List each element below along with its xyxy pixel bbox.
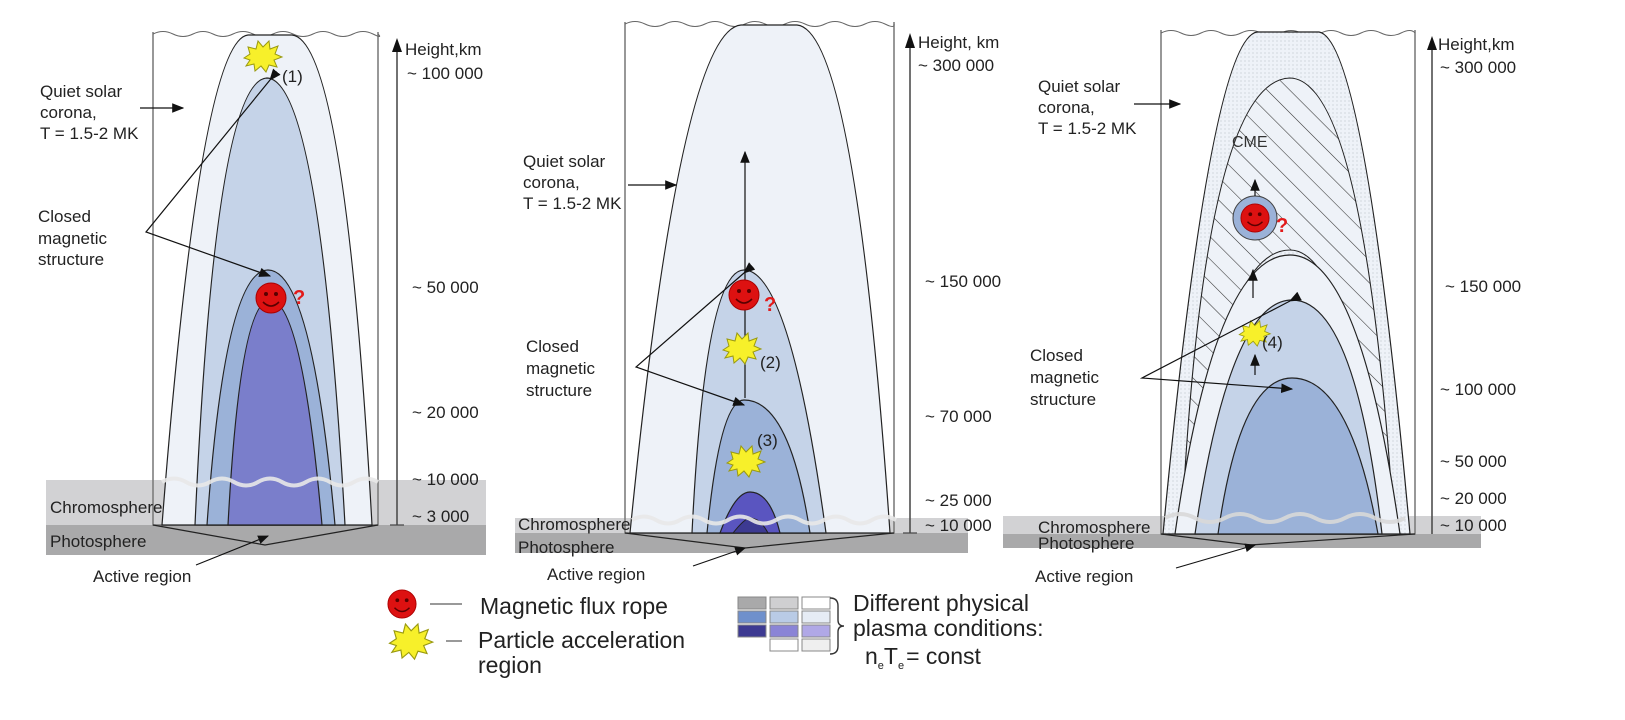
panel-3: CME ? (4) Height,km ~ 300 000 ~ 150 000 … xyxy=(1003,30,1521,586)
plasma-swatch xyxy=(769,596,799,610)
plasma-swatch xyxy=(769,624,799,638)
active-region-label: Active region xyxy=(547,565,645,584)
question-mark: ? xyxy=(293,287,305,309)
corona-label: Quiet solar corona, T = 1.5-2 MK xyxy=(40,82,139,143)
axis-title: Height, km xyxy=(918,33,999,52)
tick-label: ~ 20 000 xyxy=(412,403,479,422)
active-region-label: Active region xyxy=(93,567,191,586)
marker-3: (3) xyxy=(757,431,778,450)
active-region-label: Active region xyxy=(1035,567,1133,586)
active-region-outline xyxy=(152,524,379,546)
legend-flux-rope-icon xyxy=(387,589,417,619)
axis-title: Height,km xyxy=(1438,35,1515,54)
tick-label: ~ 10 000 xyxy=(1440,516,1507,535)
cme-region xyxy=(1184,77,1391,472)
legend-brace xyxy=(829,597,845,655)
marker-4: (4) xyxy=(1262,333,1283,352)
tick-label: ~ 10 000 xyxy=(412,470,479,489)
cme-label: CME xyxy=(1232,134,1268,151)
plasma-swatch xyxy=(769,638,799,652)
plasma-swatch xyxy=(737,624,767,638)
flux-rope-icon xyxy=(255,282,287,314)
photosphere-band xyxy=(515,533,968,553)
plasma-swatch xyxy=(801,610,831,624)
legend-plasma-label: Different physical plasma conditions: xyxy=(853,590,1044,641)
closed-structure-label: Closed magnetic structure xyxy=(1030,346,1104,409)
axis-arrow-icon xyxy=(392,38,402,52)
question-mark: ? xyxy=(1276,215,1288,237)
tick-label: ~ 150 000 xyxy=(1445,277,1521,296)
legend-flux-rope-label: Magnetic flux rope xyxy=(480,593,668,619)
legend: Magnetic flux rope Particle acceleration… xyxy=(387,589,1044,678)
cut-edge xyxy=(152,31,381,37)
flux-rope-icon xyxy=(728,279,760,311)
tick-label: ~ 150 000 xyxy=(925,272,1001,291)
tick-label: ~ 300 000 xyxy=(918,56,994,75)
legend-acceleration-icon xyxy=(388,623,434,660)
tick-label: ~ 20 000 xyxy=(1440,489,1507,508)
closed-structure-label: Closed magnetic structure xyxy=(38,207,112,269)
tick-label: ~ 50 000 xyxy=(412,278,479,297)
marker-1: (1) xyxy=(282,67,303,86)
tick-label: ~ 3 000 xyxy=(412,507,469,526)
question-mark: ? xyxy=(764,294,776,316)
axis-arrow-icon xyxy=(1427,36,1437,50)
plasma-swatch xyxy=(801,596,831,610)
plasma-swatch xyxy=(737,596,767,610)
chromosphere-wave xyxy=(160,476,380,488)
photosphere-label: Photosphere xyxy=(50,532,146,551)
tick-label: ~ 100 000 xyxy=(407,64,483,83)
plasma-swatches xyxy=(737,596,831,652)
tick-label: ~ 300 000 xyxy=(1440,58,1516,77)
axis-title: Height,km xyxy=(405,40,482,59)
tick-label: ~ 25 000 xyxy=(925,491,992,510)
tick-label: ~ 100 000 xyxy=(1440,380,1516,399)
marker-2: (2) xyxy=(760,353,781,372)
chromosphere-label: Chromosphere xyxy=(518,515,630,534)
panel-1: (1) ? Height,km ~ 100 000 ~ 50 000 ~ 20 … xyxy=(38,31,486,586)
tick-label: ~ 70 000 xyxy=(925,407,992,426)
axis-arrow-icon xyxy=(905,33,915,48)
tick-label: ~ 10 000 xyxy=(925,516,992,535)
plasma-swatch xyxy=(737,610,767,624)
corona-label: Quiet solar corona, T = 1.5-2 MK xyxy=(1038,77,1137,138)
chromosphere-label: Chromosphere xyxy=(50,498,162,517)
tick-label: ~ 50 000 xyxy=(1440,452,1507,471)
legend-formula: neTe= const xyxy=(865,643,982,672)
closed-structure-label: Closed magnetic structure xyxy=(526,337,600,400)
flux-rope-icon xyxy=(1240,203,1270,233)
panel-2: ? (2) (3) Height, km ~ 300 000 ~ 150 000… xyxy=(515,21,1001,584)
plasma-swatch xyxy=(769,610,799,624)
plasma-swatch xyxy=(801,624,831,638)
corona-label: Quiet solar corona, T = 1.5-2 MK xyxy=(523,152,622,213)
photosphere-label: Photosphere xyxy=(1038,534,1134,553)
chromosphere-label: Chromosphere xyxy=(1038,518,1150,537)
legend-acceleration-label: Particle acceleration region xyxy=(478,627,692,678)
plasma-swatch xyxy=(801,638,831,652)
photosphere-label: Photosphere xyxy=(518,538,614,557)
